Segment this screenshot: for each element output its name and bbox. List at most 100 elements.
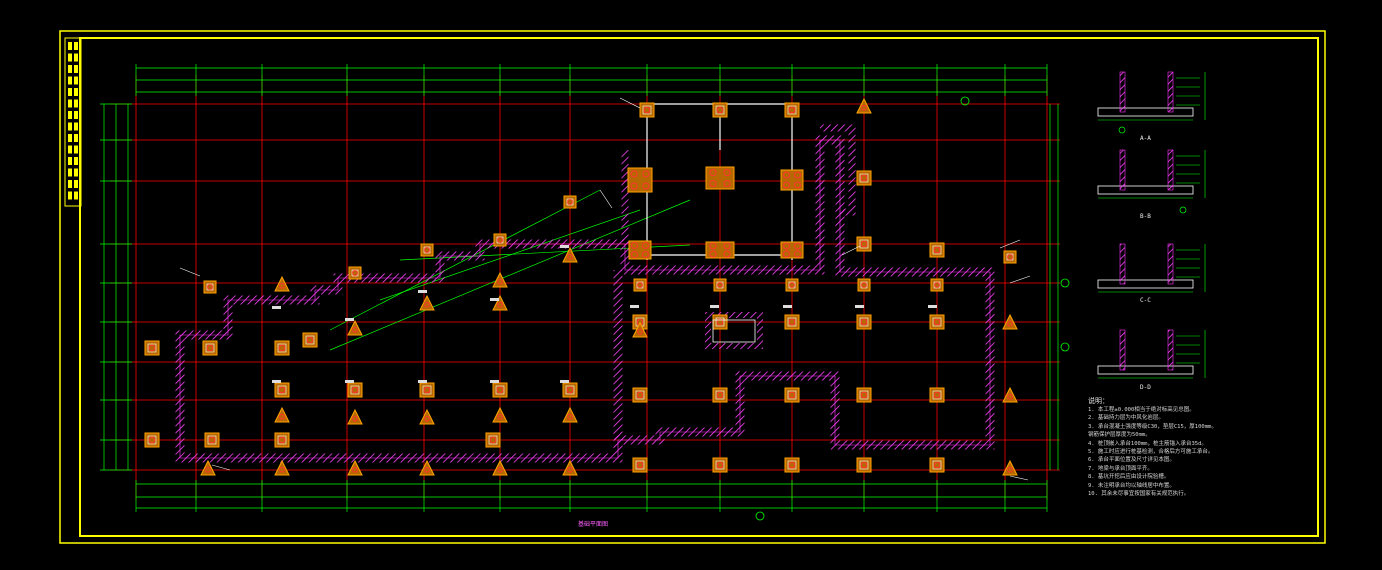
- pile-circle: [278, 344, 286, 352]
- pit-wall-band: [705, 312, 763, 349]
- pile-cap-square: [274, 382, 290, 398]
- pile-circle: [148, 436, 156, 444]
- note-line: 钢筋保护层厚度为50mm。: [1088, 432, 1151, 439]
- pile-circle: [642, 251, 649, 258]
- pile-circle: [424, 301, 430, 308]
- pile-circle: [709, 169, 717, 176]
- pile-cap-inner: [787, 105, 797, 115]
- pile-cap-triangle: [419, 294, 435, 311]
- title-cell: [74, 99, 78, 108]
- pile-cap-inner: [859, 317, 869, 327]
- pile-circle: [642, 242, 649, 249]
- pile-cap-square: [930, 278, 944, 292]
- pile-cap-inner: [715, 460, 725, 470]
- pile-cap-square: [492, 382, 508, 398]
- pile-circle: [723, 169, 731, 176]
- pile-cap-square: [1003, 250, 1017, 264]
- pile-caps: [144, 97, 1018, 476]
- pile-cap-square: [632, 457, 648, 473]
- cap-tag: [345, 318, 354, 321]
- section-wall: [1119, 149, 1126, 191]
- pile-circle: [424, 247, 430, 253]
- note-line: 10. 其余未尽事宜按国家有关规范执行。: [1088, 491, 1190, 498]
- pile-circle: [783, 181, 790, 189]
- pile-cap-triangle: [200, 459, 216, 476]
- title-cell: [74, 134, 78, 142]
- pile-circle: [794, 181, 801, 189]
- pile-cap-large: [705, 166, 735, 190]
- pile-cap-large: [780, 169, 804, 191]
- pile-circle: [934, 282, 940, 288]
- pile-cap-square: [302, 332, 318, 348]
- pile-circle: [567, 199, 573, 205]
- title-cell: [74, 42, 78, 50]
- pile-cap-triangle: [492, 294, 508, 311]
- pile-cap-inner: [565, 385, 575, 395]
- pile-cap-inner: [635, 390, 645, 400]
- pile-cap-square: [784, 314, 800, 330]
- pile-circle: [567, 466, 573, 473]
- section-base: [1097, 107, 1194, 117]
- pile-circle: [631, 242, 638, 249]
- title-block-strip: [64, 37, 82, 207]
- pile-circle: [1007, 320, 1013, 327]
- pile-cap-square: [203, 280, 217, 294]
- cap-tag: [418, 290, 427, 293]
- pile-cap-inner: [496, 236, 504, 244]
- note-line: 9. 未注明承台均以轴线居中布置。: [1088, 482, 1175, 489]
- note-line: 5. 施工时应进行桩基检测，合格后方可施工承台。: [1088, 449, 1214, 456]
- pile-circle: [489, 436, 497, 444]
- pile-cap-square: [712, 387, 728, 403]
- leader-line: [1009, 475, 1029, 481]
- pile-cap-inner: [787, 317, 797, 327]
- pile-cap-square: [633, 278, 647, 292]
- section-wall: [1119, 243, 1126, 285]
- title-cell: [68, 111, 72, 119]
- pit-outline: [712, 319, 756, 343]
- pile-circle: [788, 318, 796, 326]
- cap-tag: [418, 380, 427, 383]
- pile-cap-inner: [1006, 253, 1014, 261]
- pile-cap-triangle: [492, 406, 508, 423]
- pile-circle: [278, 386, 286, 394]
- pile-circle: [208, 436, 216, 444]
- pile-cap-square: [632, 387, 648, 403]
- section-details: [1097, 71, 1206, 379]
- pile-circle: [1007, 254, 1013, 260]
- pile-circle: [567, 253, 573, 260]
- title-cell: [74, 65, 78, 73]
- pile-circle: [789, 282, 795, 288]
- title-block-border: [64, 37, 82, 207]
- axis-bubble: [1060, 278, 1070, 288]
- dim-line-diagonal: [329, 199, 691, 351]
- pile-circle: [794, 242, 801, 250]
- pile-cap-square: [929, 457, 945, 473]
- title-cell: [74, 111, 78, 119]
- pile-cap-inner: [277, 343, 287, 353]
- cap-tag: [710, 305, 719, 308]
- title-cell: [74, 180, 78, 188]
- section-label-d: D-D: [1140, 384, 1151, 391]
- pile-circle: [783, 242, 790, 250]
- pile-cap-triangle: [562, 246, 578, 263]
- pile-cap-triangle: [347, 319, 363, 336]
- pile-circle: [567, 413, 573, 420]
- pile-cap-square: [856, 236, 872, 252]
- pile-circle: [788, 461, 796, 469]
- pile-cap-inner: [635, 460, 645, 470]
- pile-cap-triangle: [1002, 386, 1018, 403]
- leader-line: [619, 97, 641, 109]
- pile-cap-square: [785, 278, 799, 292]
- pile-cap-square: [563, 195, 577, 209]
- pile-cap-square: [144, 340, 160, 356]
- pile-cap-triangle: [419, 459, 435, 476]
- cap-tag: [272, 306, 281, 309]
- pile-circle: [860, 318, 868, 326]
- title-cell: [68, 180, 72, 188]
- pile-cap-triangle: [347, 408, 363, 425]
- pile-cap-inner: [423, 246, 431, 254]
- title-cell: [68, 42, 72, 50]
- title-cell: [74, 168, 78, 177]
- cap-tag: [490, 380, 499, 383]
